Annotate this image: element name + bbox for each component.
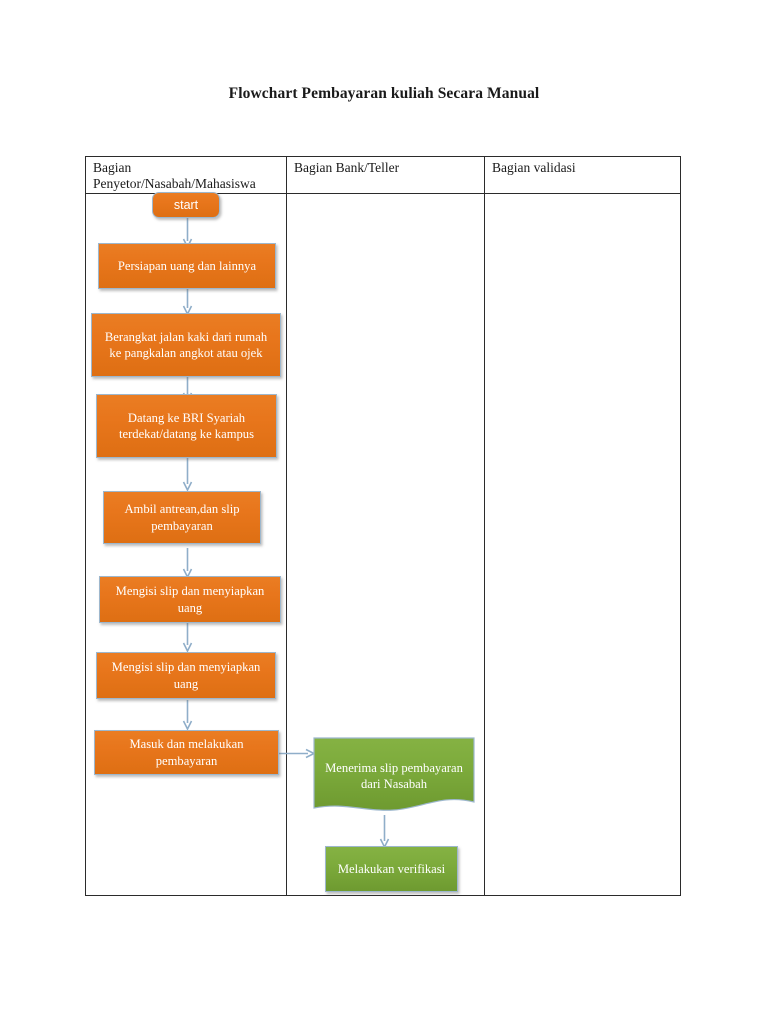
lane-header-validasi: Bagian validasi [492, 160, 576, 175]
lane-divider-1 [286, 157, 288, 895]
flow-node-berangkat[interactable]: Berangkat jalan kaki dari rumah ke pangk… [91, 313, 281, 377]
connector-datang-to-ambil [182, 458, 193, 491]
flow-node-melakukan-verifikasi-label: Melakukan verifikasi [337, 861, 446, 876]
flow-node-datang-bri-syariah[interactable]: Datang ke BRI Syariah terdekat/datang ke… [96, 394, 277, 458]
swimlane-table: Bagian Penyetor/Nasabah/Mahasiswa Bagian… [85, 156, 681, 896]
connector-terima-to-verifikasi [379, 815, 390, 848]
flow-node-mengisi-slip-1[interactable]: Mengisi slip dan menyiapkan uang [99, 576, 281, 623]
connector-mengisi2-to-masuk [182, 700, 193, 730]
flow-node-melakukan-verifikasi[interactable]: Melakukan verifikasi [325, 846, 458, 892]
flow-node-persiapan-uang[interactable]: Persiapan uang dan lainnya [98, 243, 276, 289]
flow-node-persiapan-uang-label: Persiapan uang dan lainnya [117, 258, 257, 273]
connector-masuk-to-terima [279, 748, 315, 759]
lane-header-penyetor: Bagian Penyetor/Nasabah/Mahasiswa [93, 160, 256, 191]
flow-node-start[interactable]: start [152, 192, 220, 218]
flow-node-start-label: start [173, 197, 199, 212]
flow-node-menerima-slip-label: Menerima slip pembayaran dari Nasabah [325, 760, 463, 792]
flow-node-mengisi-slip-1-label: Mengisi slip dan menyiapkan uang [115, 584, 265, 615]
header-rule [86, 193, 680, 195]
flow-node-berangkat-label: Berangkat jalan kaki dari rumah ke pangk… [104, 329, 268, 361]
flow-node-ambil-antrean[interactable]: Ambil antrean,dan slip pembayaran [103, 491, 261, 544]
document-shape-icon [313, 737, 475, 811]
connector-mengisi1-to-mengisi2 [182, 623, 193, 652]
connector-ambil-to-mengisi1 [182, 548, 193, 578]
flow-node-mengisi-slip-2-label: Mengisi slip dan menyiapkan uang [111, 660, 261, 691]
page-title: Flowchart Pembayaran kuliah Secara Manua… [228, 85, 540, 102]
connector-persiapan-to-berangkat [182, 289, 193, 315]
flow-node-masuk-melakukan-pembayaran-label: Masuk dan melakukan pembayaran [129, 737, 244, 768]
flow-node-ambil-antrean-label: Ambil antrean,dan slip pembayaran [124, 502, 240, 533]
flow-node-mengisi-slip-2[interactable]: Mengisi slip dan menyiapkan uang [96, 652, 276, 699]
flow-node-menerima-slip[interactable]: Menerima slip pembayaran dari Nasabah [313, 737, 475, 817]
lane-header-bank: Bagian Bank/Teller [294, 160, 400, 175]
lane-divider-2 [484, 157, 486, 895]
flow-node-masuk-melakukan-pembayaran[interactable]: Masuk dan melakukan pembayaran [94, 730, 279, 775]
flow-node-datang-bri-syariah-label: Datang ke BRI Syariah terdekat/datang ke… [119, 410, 254, 442]
